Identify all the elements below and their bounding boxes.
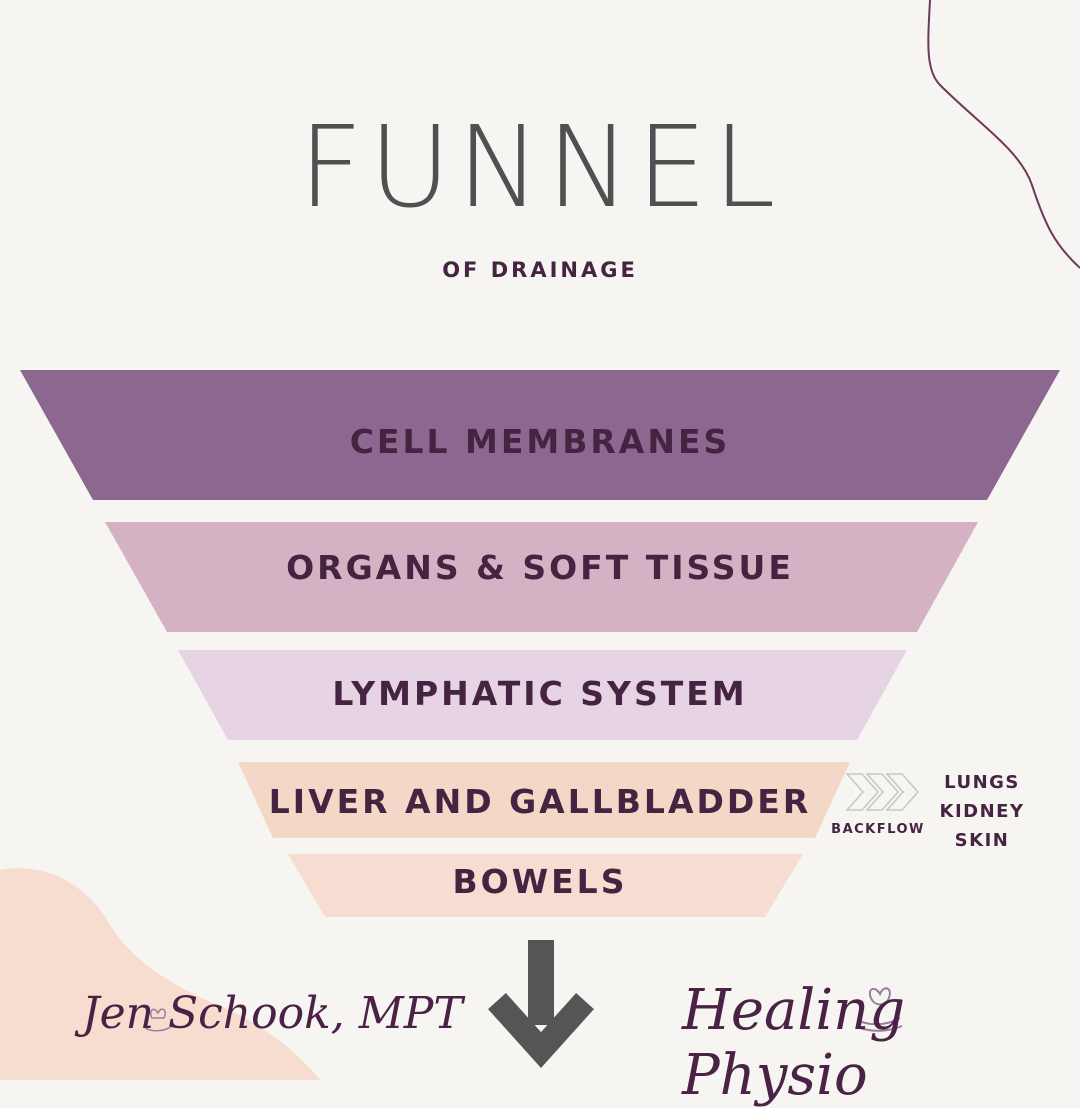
funnel-tier-2 bbox=[105, 522, 978, 632]
funnel-diagram bbox=[0, 0, 1080, 1080]
backflow-organs: LUNGS KIDNEY SKIN bbox=[930, 768, 1034, 855]
author-logo-icon bbox=[144, 1008, 173, 1032]
page-subtitle: OF DRAINAGE bbox=[442, 258, 638, 282]
down-arrow-icon bbox=[488, 940, 594, 1068]
chevron-arrows-icon bbox=[845, 773, 920, 811]
funnel-tier-5 bbox=[288, 854, 803, 917]
author-signature: Jen Schook, MPT bbox=[82, 988, 463, 1039]
funnel-tier-1 bbox=[20, 370, 1060, 500]
funnel-tier-4 bbox=[238, 762, 850, 838]
page-title: FUNNEL bbox=[298, 103, 782, 233]
backflow-organ-kidney: KIDNEY bbox=[939, 801, 1025, 822]
butterfly-hands-icon bbox=[857, 987, 903, 1032]
backflow-organ-skin: SKIN bbox=[954, 830, 1010, 851]
decorative-curve bbox=[927, 0, 1080, 269]
brand-logo: Healing Physio bbox=[682, 978, 906, 1108]
tier-label-lymphatic: LYMPHATIC SYSTEM bbox=[332, 674, 748, 713]
backflow-organ-lungs: LUNGS bbox=[944, 772, 1020, 793]
tier-label-organs: ORGANS & SOFT TISSUE bbox=[286, 548, 794, 587]
tier-label-liver: LIVER AND GALLBLADDER bbox=[268, 782, 812, 821]
funnel-tier-3 bbox=[178, 650, 907, 740]
decorative-blob bbox=[0, 868, 320, 1080]
backflow-label: BACKFLOW bbox=[831, 822, 925, 837]
tier-label-cell-membranes: CELL MEMBRANES bbox=[349, 422, 731, 461]
tier-label-bowels: BOWELS bbox=[452, 862, 628, 901]
